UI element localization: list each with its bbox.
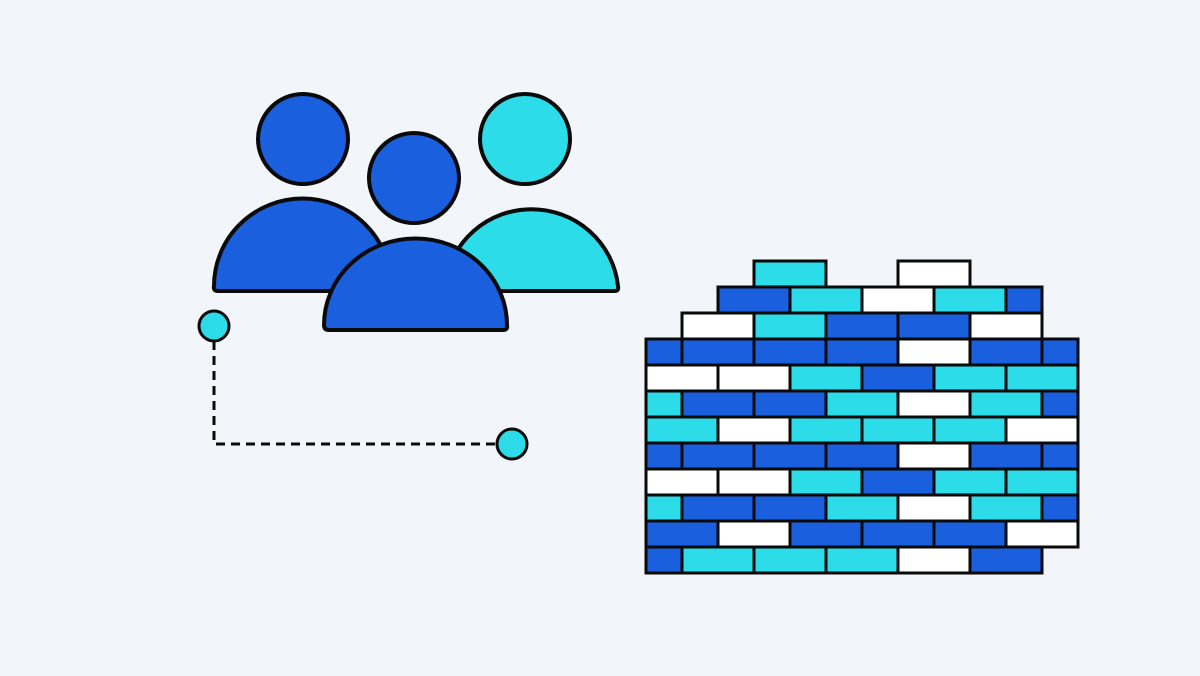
brick-r9-0 — [644, 493, 684, 523]
brick-r2-0 — [680, 311, 756, 341]
brick-r4-0 — [644, 363, 720, 393]
brick-r11-3 — [824, 545, 900, 575]
brick-r10-5 — [1004, 519, 1080, 549]
brick-r10-2 — [788, 519, 864, 549]
connector-node-top — [197, 309, 231, 343]
brick-r5-1 — [680, 389, 756, 419]
brick-r11-0 — [644, 545, 684, 575]
brick-wall-icon — [644, 259, 1080, 575]
brick-r8-5 — [1004, 467, 1080, 497]
brick-r6-5 — [1004, 415, 1080, 445]
brick-r4-4 — [932, 363, 1008, 393]
brick-r5-3 — [824, 389, 900, 419]
brick-r7-5 — [968, 441, 1044, 471]
brick-r9-2 — [752, 493, 828, 523]
brick-r1-4 — [1004, 285, 1044, 315]
brick-r6-2 — [788, 415, 864, 445]
person-back-left-head — [256, 92, 350, 186]
person-back-right-head — [478, 92, 572, 186]
brick-r4-3 — [860, 363, 936, 393]
brick-r5-0 — [644, 389, 684, 419]
brick-r9-5 — [968, 493, 1044, 523]
brick-r6-1 — [716, 415, 792, 445]
brick-r5-4 — [896, 389, 972, 419]
brick-r8-3 — [860, 467, 936, 497]
brick-r3-2 — [752, 337, 828, 367]
brick-r8-1 — [716, 467, 792, 497]
brick-r5-6 — [1040, 389, 1080, 419]
brick-r10-0 — [644, 519, 720, 549]
brick-r6-0 — [644, 415, 720, 445]
brick-r9-3 — [824, 493, 900, 523]
brick-r7-4 — [896, 441, 972, 471]
brick-r4-2 — [788, 363, 864, 393]
brick-r2-2 — [824, 311, 900, 341]
brick-r5-2 — [752, 389, 828, 419]
brick-r6-4 — [932, 415, 1008, 445]
connector-line — [212, 326, 512, 446]
brick-r8-2 — [788, 467, 864, 497]
brick-r1-0 — [716, 285, 792, 315]
person-front-head — [367, 131, 461, 225]
brick-r7-0 — [644, 441, 684, 471]
brick-r2-4 — [968, 311, 1044, 341]
brick-r11-4 — [896, 545, 972, 575]
brick-r1-2 — [860, 285, 936, 315]
brick-r11-5 — [968, 545, 1044, 575]
brick-r8-4 — [932, 467, 1008, 497]
brick-r9-1 — [680, 493, 756, 523]
brick-r11-1 — [680, 545, 756, 575]
brick-r3-4 — [896, 337, 972, 367]
person-front-body — [322, 236, 510, 332]
brick-r10-3 — [860, 519, 936, 549]
brick-r9-6 — [1040, 493, 1080, 523]
brick-r7-2 — [752, 441, 828, 471]
brick-r2-1 — [752, 311, 828, 341]
brick-r7-1 — [680, 441, 756, 471]
brick-r8-0 — [644, 467, 720, 497]
brick-r6-3 — [860, 415, 936, 445]
brick-r4-5 — [1004, 363, 1080, 393]
brick-r10-4 — [932, 519, 1008, 549]
brick-r3-3 — [824, 337, 900, 367]
dashed-connector-icon — [197, 309, 529, 461]
brick-r3-1 — [680, 337, 756, 367]
brick-r3-6 — [1040, 337, 1080, 367]
brick-r2-3 — [896, 311, 972, 341]
connector-node-right — [495, 427, 529, 461]
brick-r10-1 — [716, 519, 792, 549]
brick-r3-5 — [968, 337, 1044, 367]
brick-r11-2 — [752, 545, 828, 575]
brick-r7-3 — [824, 441, 900, 471]
brick-r3-0 — [644, 337, 684, 367]
brick-r1-1 — [788, 285, 864, 315]
brick-r9-4 — [896, 493, 972, 523]
brick-r0-0 — [752, 259, 828, 289]
brick-r5-5 — [968, 389, 1044, 419]
brick-r0-1 — [896, 259, 972, 289]
brick-r1-3 — [932, 285, 1008, 315]
user-group-icon — [211, 92, 621, 332]
brick-r4-1 — [716, 363, 792, 393]
brick-r7-6 — [1040, 441, 1080, 471]
